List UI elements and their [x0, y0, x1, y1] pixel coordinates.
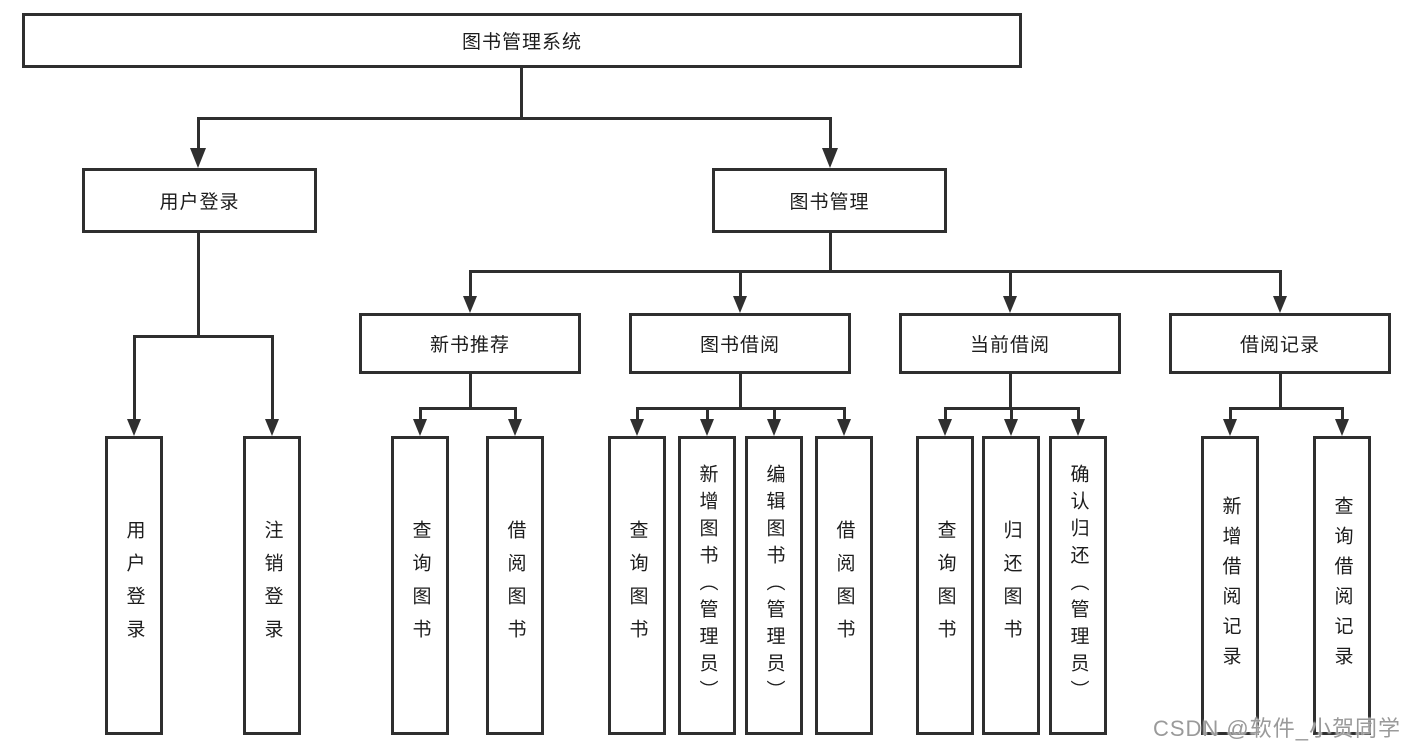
leaf-add-books-admin: 新增图书（管理员）: [678, 436, 736, 735]
connector-line: [1229, 407, 1343, 410]
leaf-query-books-borrow-label: 查询图书: [626, 519, 648, 652]
leaf-borrow-books-recommend: 借阅图书: [486, 436, 544, 735]
connector-line: [1279, 270, 1282, 298]
connector-line: [1009, 270, 1012, 298]
leaf-query-books-recommend: 查询图书: [391, 436, 449, 735]
arrowhead-down-icon: [1003, 296, 1017, 313]
connector-line: [829, 117, 832, 150]
leaf-user-login: 用户登录: [105, 436, 163, 735]
node-book-borrowing-label: 图书借阅: [699, 335, 780, 356]
connector-line: [197, 117, 200, 150]
arrowhead-down-icon: [508, 419, 522, 436]
connector-line: [1077, 407, 1080, 421]
connector-line: [197, 117, 831, 120]
leaf-return-books: 归还图书: [982, 436, 1040, 735]
leaf-query-borrow-record: 查询借阅记录: [1313, 436, 1371, 735]
connector-line: [1010, 407, 1013, 421]
connector-line: [133, 335, 136, 420]
arrowhead-down-icon: [127, 419, 141, 436]
node-current-borrowing: 当前借阅: [899, 313, 1121, 374]
node-book-management-label: 图书管理: [789, 192, 870, 213]
leaf-add-borrow-record: 新增借阅记录: [1201, 436, 1259, 735]
node-new-book-recommend-label: 新书推荐: [429, 335, 510, 356]
connector-line: [1341, 407, 1344, 421]
arrowhead-down-icon: [190, 148, 206, 168]
leaf-query-books-current-label: 查询图书: [934, 519, 956, 652]
connector-line: [636, 407, 846, 410]
node-new-book-recommend: 新书推荐: [359, 313, 581, 374]
node-borrowing-records-label: 借阅记录: [1239, 335, 1320, 356]
leaf-logout: 注销登录: [243, 436, 301, 735]
node-user-login-label: 用户登录: [159, 192, 240, 213]
connector-line: [469, 270, 472, 298]
leaf-query-borrow-record-label: 查询借阅记录: [1331, 495, 1353, 676]
arrowhead-down-icon: [1273, 296, 1287, 313]
connector-line: [944, 407, 947, 421]
arrowhead-down-icon: [463, 296, 477, 313]
arrowhead-down-icon: [630, 419, 644, 436]
csdn-watermark: CSDN @软件_小贺同学: [1152, 716, 1401, 741]
arrowhead-down-icon: [413, 419, 427, 436]
leaf-borrow-books-label: 借阅图书: [833, 519, 855, 652]
connector-line: [514, 407, 517, 421]
leaf-add-borrow-record-label: 新增借阅记录: [1219, 495, 1241, 676]
connector-line: [520, 68, 523, 117]
leaf-confirm-return-admin-label: 确认归还（管理员）: [1067, 464, 1089, 707]
node-book-borrowing: 图书借阅: [629, 313, 851, 374]
leaf-confirm-return-admin: 确认归还（管理员）: [1049, 436, 1107, 735]
node-current-borrowing-label: 当前借阅: [969, 335, 1050, 356]
connector-line: [419, 407, 517, 410]
node-user-login: 用户登录: [82, 168, 317, 233]
connector-line: [1279, 374, 1282, 407]
arrowhead-down-icon: [1071, 419, 1085, 436]
arrowhead-down-icon: [938, 419, 952, 436]
node-root: 图书管理系统: [22, 13, 1022, 68]
connector-line: [773, 407, 776, 421]
arrowhead-down-icon: [733, 296, 747, 313]
leaf-user-login-label: 用户登录: [123, 519, 145, 652]
arrowhead-down-icon: [700, 419, 714, 436]
leaf-edit-books-admin: 编辑图书（管理员）: [745, 436, 803, 735]
connector-line: [197, 233, 200, 335]
leaf-borrow-books-recommend-label: 借阅图书: [504, 519, 526, 652]
connector-line: [636, 407, 639, 421]
connector-line: [1009, 374, 1012, 407]
leaf-logout-label: 注销登录: [261, 519, 283, 652]
leaf-borrow-books: 借阅图书: [815, 436, 873, 735]
connector-line: [706, 407, 709, 421]
leaf-query-books-current: 查询图书: [916, 436, 974, 735]
leaf-query-books-recommend-label: 查询图书: [409, 519, 431, 652]
connector-line: [843, 407, 846, 421]
node-book-management: 图书管理: [712, 168, 947, 233]
arrowhead-down-icon: [837, 419, 851, 436]
connector-line: [1229, 407, 1232, 421]
connector-line: [469, 270, 1282, 273]
connector-line: [133, 335, 274, 338]
arrowhead-down-icon: [822, 148, 838, 168]
leaf-edit-books-admin-label: 编辑图书（管理员）: [763, 464, 785, 707]
leaf-return-books-label: 归还图书: [1000, 519, 1022, 652]
connector-line: [739, 374, 742, 407]
arrowhead-down-icon: [1223, 419, 1237, 436]
arrowhead-down-icon: [265, 419, 279, 436]
node-root-label: 图书管理系统: [461, 32, 582, 53]
arrowhead-down-icon: [767, 419, 781, 436]
connector-line: [829, 233, 832, 270]
leaf-add-books-admin-label: 新增图书（管理员）: [696, 464, 718, 707]
connector-line: [271, 335, 274, 420]
arrowhead-down-icon: [1004, 419, 1018, 436]
arrowhead-down-icon: [1335, 419, 1349, 436]
connector-line: [469, 374, 472, 407]
connector-line: [419, 407, 422, 421]
connector-line: [739, 270, 742, 298]
node-borrowing-records: 借阅记录: [1169, 313, 1391, 374]
leaf-query-books-borrow: 查询图书: [608, 436, 666, 735]
